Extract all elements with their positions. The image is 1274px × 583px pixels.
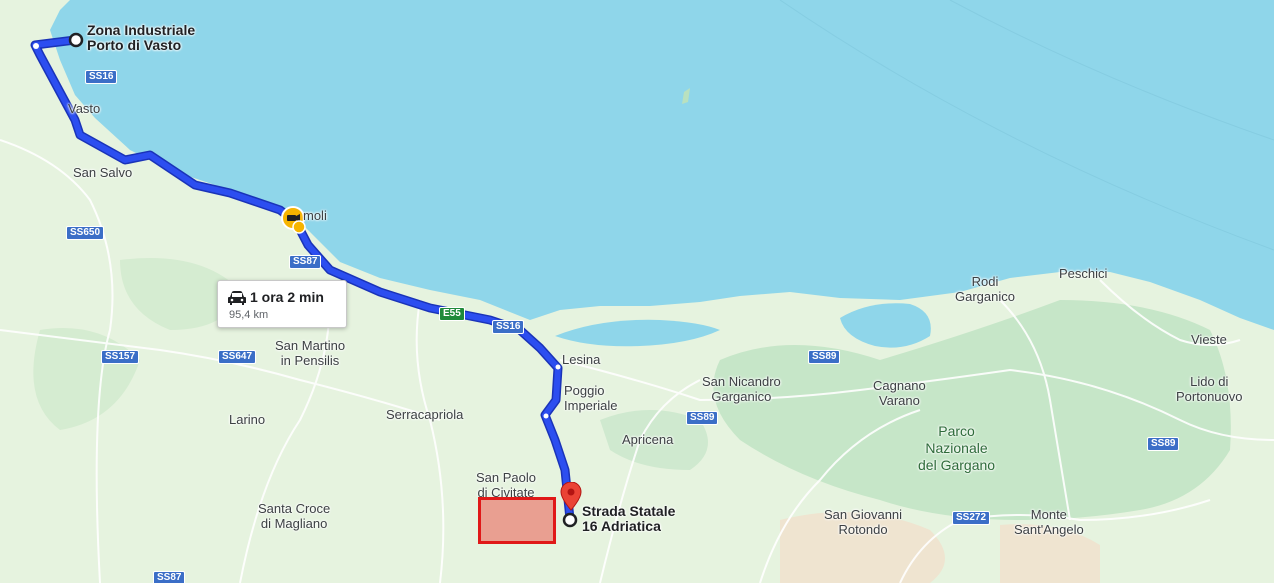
place-label: Serracapriola	[386, 407, 464, 422]
road-shield: SS89	[808, 350, 841, 364]
place-label: San Salvo	[73, 165, 133, 180]
lesina-lagoon	[555, 319, 720, 347]
highlight-box	[478, 497, 556, 544]
destination-label: Strada Statale 16 Adriatica	[582, 504, 675, 534]
car-icon	[228, 291, 246, 305]
road-shield: SS16	[492, 320, 525, 334]
place-label: Vieste	[1191, 332, 1227, 347]
place-label: Monte Sant'Angelo	[1014, 507, 1084, 537]
origin-label-text: Zona Industriale Porto di Vasto	[87, 22, 196, 53]
speed-camera-icon[interactable]	[292, 220, 306, 234]
place-label: Lesina	[562, 352, 601, 367]
destination-circle-icon[interactable]	[562, 512, 578, 528]
place-label: Lido di Portonuovo	[1176, 374, 1243, 404]
road-shield: SS272	[952, 511, 991, 525]
place-label: San Paolo di Civitate	[476, 470, 536, 500]
place-label: Santa Croce di Magliano	[258, 501, 331, 531]
park-label: Parco Nazionale del Gargano	[918, 423, 996, 473]
place-label: Vasto	[68, 101, 101, 116]
adriatic-sea	[50, 0, 1274, 330]
road-shield: SS87	[153, 571, 186, 583]
route-distance: 95,4 km	[229, 309, 269, 321]
road-shield: SS650	[66, 226, 105, 240]
place-label: San Nicandro Garganico	[702, 374, 781, 404]
gargano-park	[713, 300, 1231, 520]
place-label: moli	[303, 208, 327, 223]
place-label: Cagnano Varano	[873, 378, 926, 408]
route-info-card[interactable]: 1 ora 2 min 95,4 km	[217, 280, 347, 328]
route-duration: 1 ora 2 min	[250, 289, 324, 305]
varano-lagoon	[840, 303, 931, 348]
road-shield: SS87	[289, 255, 322, 269]
road-shield: SS89	[686, 411, 719, 425]
origin-label: Zona Industriale Porto di Vasto	[87, 23, 195, 53]
place-label: Rodi Garganico	[955, 274, 1015, 304]
destination-pin-icon[interactable]	[560, 482, 582, 512]
road-shield: SS647	[218, 350, 257, 364]
origin-circle-icon[interactable]	[68, 32, 84, 48]
place-label: San Giovanni Rotondo	[824, 507, 903, 537]
destination-label-text: Strada Statale 16 Adriatica	[582, 503, 676, 534]
road-shield: SS16	[85, 70, 118, 84]
road-shield: SS157	[101, 350, 140, 364]
road-shield: SS89	[1147, 437, 1180, 451]
place-label: Larino	[229, 412, 266, 427]
place-label: Poggio Imperiale	[564, 383, 618, 413]
place-label: San Martino in Pensilis	[275, 338, 346, 368]
road-shield: E55	[439, 307, 465, 321]
place-label: Peschici	[1059, 266, 1108, 281]
place-label: Apricena	[622, 432, 674, 447]
